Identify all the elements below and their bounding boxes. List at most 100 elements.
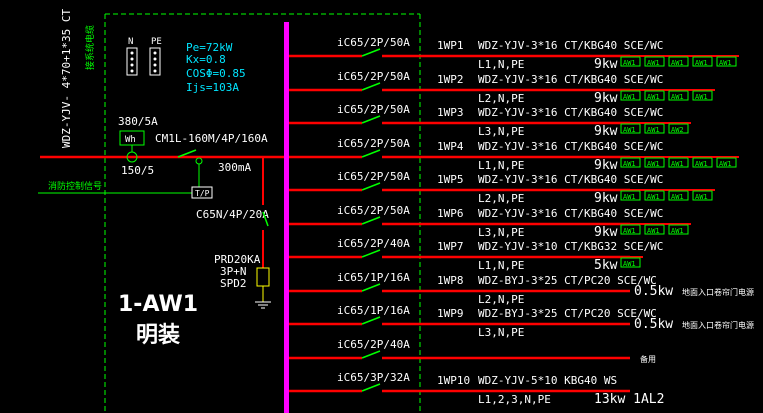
breaker-switch — [361, 48, 381, 57]
circuit-cable: WDZ-YJV-3*16 CT/KBG40 SCE/WC — [478, 140, 663, 153]
circuit-id: 1WP7 — [437, 240, 464, 253]
load-tag: AW1 — [647, 193, 660, 201]
load-tag: AW1 — [623, 59, 636, 67]
circuit-phase: L2,N,PE — [478, 92, 524, 105]
load-tag: AW2 — [671, 126, 684, 134]
circuit-breaker-label: iC65/2P/50A — [337, 103, 410, 116]
circuit-id: 1WP4 — [437, 140, 464, 153]
load-tag: AW1 — [623, 227, 636, 235]
bus-bar — [284, 22, 289, 413]
load-tag-box — [620, 90, 641, 101]
panel-install-type: 明装 — [136, 323, 180, 348]
circuit-phase: L1,2,3,N,PE — [478, 393, 551, 406]
load-tag: AW1 — [671, 160, 684, 168]
spd-breaker-label: C65N/4P/20A — [196, 208, 269, 221]
load-tag-box — [668, 157, 689, 168]
load-tag-box — [644, 56, 665, 67]
circuit-id: 1WP8 — [437, 274, 464, 287]
meter-label: Wh — [125, 135, 136, 145]
circuit-breaker-label: iC65/2P/50A — [337, 36, 410, 49]
load-tag: AW1 — [695, 93, 708, 101]
circuit-phase: L1,N,PE — [478, 259, 524, 272]
circuit-load: 0.5kw — [634, 284, 673, 299]
circuit-phase: L1,N,PE — [478, 58, 524, 71]
load-tag-box — [692, 157, 713, 168]
load-tag: AW1 — [719, 160, 732, 168]
tp-box — [191, 186, 213, 199]
load-tag-box — [644, 224, 665, 235]
load-tag-box — [668, 123, 689, 134]
load-tag-box — [644, 157, 665, 168]
spd-spec-2: 3P+N — [220, 265, 247, 278]
load-tag-box — [692, 90, 713, 101]
circuit-breaker-label: iC65/2P/40A — [337, 237, 410, 250]
circuit-id: 1WP2 — [437, 73, 464, 86]
circuit-load: 9kw — [594, 124, 618, 139]
calc-cos: COSΦ=0.85 — [186, 67, 246, 80]
main-breaker-switch — [177, 149, 197, 158]
load-tag: AW1 — [623, 93, 636, 101]
circuit-note: 备用 — [640, 354, 656, 364]
load-tag-box — [668, 224, 689, 235]
circuit-phase: L2,N,PE — [478, 192, 524, 205]
load-tag-box — [644, 123, 665, 134]
load-tag: AW1 — [647, 59, 660, 67]
fire-signal-label: 消防控制信号 — [48, 180, 102, 192]
spd-spec-1: PRD20KA — [214, 253, 261, 266]
load-tag: AW1 — [647, 227, 660, 235]
breaker-switch — [361, 82, 381, 91]
load-tag: AW1 — [719, 59, 732, 67]
load-tag: AW1 — [623, 193, 636, 201]
load-tag-box — [692, 190, 713, 201]
breaker-switch — [361, 350, 381, 359]
terminal-pe-label: PE — [151, 37, 162, 47]
circuit-load: 9kw — [594, 191, 618, 206]
load-tag: AW1 — [671, 193, 684, 201]
circuit-breaker-label: iC65/2P/50A — [337, 170, 410, 183]
spd-breaker-switch — [262, 211, 269, 227]
terminal-pe-block — [149, 47, 161, 76]
circuit-id: 1WP6 — [437, 207, 464, 220]
load-tag: AW1 — [671, 227, 684, 235]
load-tag-box — [668, 190, 689, 201]
load-tag: AW1 — [695, 59, 708, 67]
load-tag: AW1 — [647, 93, 660, 101]
incoming-note: 接系统电缆 — [84, 25, 96, 70]
load-tag-box — [668, 56, 689, 67]
circuit-breaker-label: iC65/3P/32A — [337, 371, 410, 384]
circuit-breaker-label: iC65/2P/50A — [337, 204, 410, 217]
spd-spec-3: SPD2 — [220, 277, 247, 290]
main-breaker-label: CM1L-160M/4P/160A — [155, 132, 268, 145]
load-tag-box — [620, 257, 641, 268]
circuit-id: 1WP5 — [437, 173, 464, 186]
circuit-load: 13kw 1AL2 — [594, 392, 664, 407]
load-tag-box — [716, 56, 737, 67]
breaker-switch — [361, 182, 381, 191]
load-tag-box — [620, 157, 641, 168]
circuit-id: 1WP1 — [437, 39, 464, 52]
circuit-note: 地面入口卷帘门电源 — [682, 320, 754, 330]
circuit-load: 9kw — [594, 91, 618, 106]
circuit-cable: WDZ-YJV-3*16 CT/KBG40 SCE/WC — [478, 73, 663, 86]
circuit-cable: WDZ-YJV-3*16 CT/KBG40 SCE/WC — [478, 207, 663, 220]
ct-ratio-top: 380/5A — [118, 115, 158, 128]
circuit-breaker-label: iC65/2P/40A — [337, 338, 410, 351]
breaker-switch — [361, 115, 381, 124]
load-tag-box — [620, 123, 641, 134]
circuit-note: 地面入口卷帘门电源 — [682, 287, 754, 297]
load-calculation: Pe=72kW Kx=0.8 COSΦ=0.85 Ijs=103A — [186, 41, 246, 94]
load-tag-box — [644, 90, 665, 101]
breaker-switch — [361, 149, 381, 158]
circuit-load: 9kw — [594, 225, 618, 240]
circuit-cable: WDZ-YJV-3*16 CT/KBG40 SCE/WC — [478, 173, 663, 186]
panel-name: 1-AW1 — [118, 292, 198, 317]
circuit-cable: WDZ-BYJ-3*25 CT/PC20 SCE/WC — [478, 274, 657, 287]
load-tag-box — [644, 190, 665, 201]
circuit-cable: WDZ-YJV-5*10 KBG40 WS — [478, 374, 617, 387]
load-tag-box — [620, 224, 641, 235]
tp-box-label: T/P — [195, 189, 210, 198]
circuit-id: 1WP3 — [437, 106, 464, 119]
load-tag: AW1 — [695, 160, 708, 168]
